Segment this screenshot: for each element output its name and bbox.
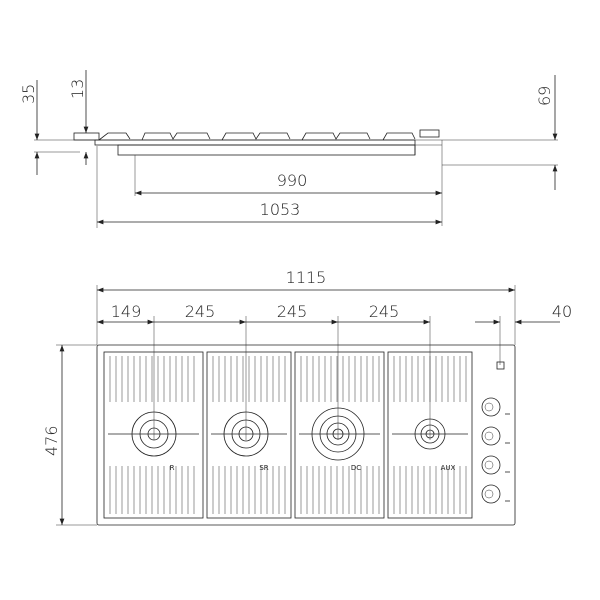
dim-offset-left: 149 bbox=[111, 302, 142, 321]
burner-zone-dc: DC bbox=[294, 351, 385, 519]
dim-pitch-3: 245 bbox=[369, 302, 400, 321]
logo-mark bbox=[496, 361, 505, 370]
dim-pitch-1: 245 bbox=[185, 302, 216, 321]
hob-outline bbox=[96, 344, 516, 526]
control-knob[interactable] bbox=[481, 426, 510, 446]
dim-width-outer: 1053 bbox=[260, 200, 301, 219]
dim-overall-width: 1115 bbox=[286, 268, 327, 287]
burner-zone-r: R bbox=[103, 351, 204, 519]
control-knob[interactable] bbox=[481, 455, 510, 475]
dim-height-right: 69 bbox=[535, 86, 554, 106]
dim-depth: 476 bbox=[42, 425, 61, 456]
control-knob[interactable] bbox=[481, 484, 510, 504]
side-view: 35 13 69 990 1053 bbox=[19, 70, 558, 228]
hob-body bbox=[117, 144, 416, 156]
burner-zone-aux: AUX bbox=[387, 351, 473, 519]
hob-top-plate bbox=[94, 139, 416, 146]
dim-height-total: 35 bbox=[19, 84, 38, 104]
dim-width-inner: 990 bbox=[277, 171, 308, 190]
knob-side bbox=[419, 129, 440, 138]
control-knob[interactable] bbox=[481, 397, 510, 417]
top-view: R SR DC AUX 1115 149 245 245 245 40 476 bbox=[42, 268, 572, 526]
dim-pitch-2: 245 bbox=[277, 302, 308, 321]
dim-offset-right: 40 bbox=[552, 302, 572, 321]
burner-label: SR bbox=[259, 464, 268, 472]
burner-label: DC bbox=[351, 464, 361, 472]
burner-label: AUX bbox=[441, 464, 456, 472]
burner-label: R bbox=[170, 464, 175, 472]
dim-height-top: 13 bbox=[68, 79, 87, 99]
burner-zone-sr: SR bbox=[206, 351, 292, 519]
